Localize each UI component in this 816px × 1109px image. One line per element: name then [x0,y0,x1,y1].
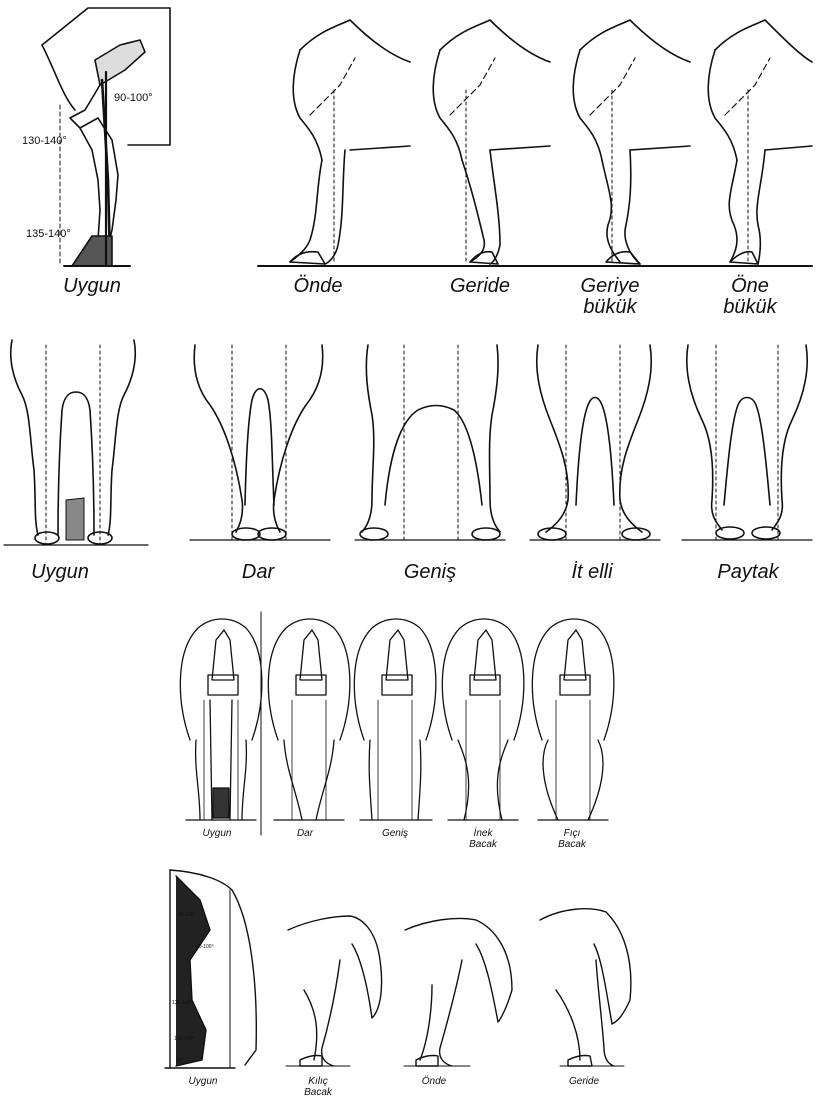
angle-label-elbow: 130-140° [22,135,67,147]
row2-label-dar: Dar [242,562,274,583]
row4-angle-hock: 130-140° [172,1000,192,1006]
row1-label-uygun: Uygun [63,276,121,297]
hindlimb-side-kilic-bacak-figure [286,916,382,1066]
row4-angle-hoof: 50° [176,1058,184,1064]
forelimb-onde-figure [290,20,410,264]
row2-label-uygun: Uygun [31,562,89,583]
label-line-part: İnek [469,829,497,840]
forelimb-front-dar-figure [190,345,330,540]
row1-label-onde: Önde [294,276,343,297]
hindlimb-side-geride-figure [540,909,631,1066]
row4-angle-hip: 90-100° [178,912,196,918]
forelimb-front-genis-figure [355,345,505,540]
forelimb-front-uygun-figure [4,340,148,545]
label-line-part: Öne [723,276,776,297]
row3-label-genis: Geniş [382,829,408,840]
row2-label-paytak: Paytak [717,562,778,583]
row3-label-uygun: Uygun [203,829,232,840]
row4-angle-fetlock: 135-140° [174,1036,194,1042]
label-line-part: Bacak [304,1088,332,1099]
label-line-part: bükük [581,297,640,318]
label-line-part: Kılıç [304,1077,332,1088]
angle-label-shoulder: 90-100° [114,92,153,104]
hindlimb-rear-inek-bacak-figure [442,619,524,820]
row2-label-it-elli: İt elli [571,562,612,583]
row1-label-geride: Geride [450,276,510,297]
label-line-part: Bacak [469,840,497,851]
forelimb-front-row [4,340,812,545]
label-line-part: Geriye [581,276,640,297]
hindlimb-rear-fici-bacak-figure [532,619,614,820]
forelimb-front-it-elli-figure [530,345,660,540]
row4-label-onde: Önde [422,1077,446,1088]
hindlimb-rear-uygun-figure [180,619,262,820]
label-line-part: Bacak [558,840,586,851]
forelimb-side-variants [290,20,812,264]
forelimb-geride-figure [433,20,550,264]
hindlimb-side-row [165,870,631,1068]
forelimb-front-paytak-figure [682,345,812,540]
hindlimb-rear-dar-figure [268,619,350,820]
row2-label-genis: Geniş [404,562,456,583]
row4-label-uygun: Uygun [189,1077,218,1088]
row4-angle-stifle: 90-100° [196,944,214,950]
row3-label-dar: Dar [297,829,313,840]
label-line-part: bükük [723,297,776,318]
hindlimb-rear-row [180,612,614,835]
label-line-part: Fıçı [558,829,586,840]
forelimb-one-bukuk-figure [708,20,812,264]
row4-label-geride: Geride [569,1077,599,1088]
forelimb-geriye-bukuk-figure [573,20,690,264]
angle-label-pastern: 135-140° [26,228,71,240]
hindlimb-rear-genis-figure [354,619,436,820]
hindlimb-side-onde-figure [404,918,512,1066]
